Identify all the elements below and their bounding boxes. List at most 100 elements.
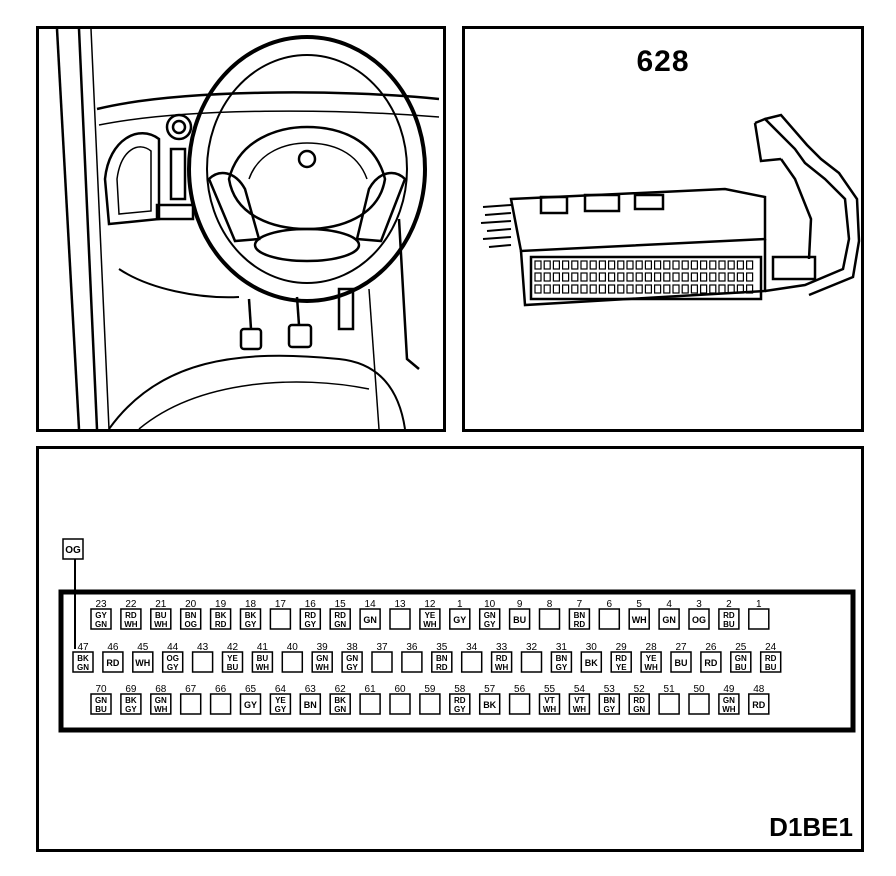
pin-box (508, 693, 531, 715)
wire-color-label: RD (633, 696, 645, 705)
wire-color-label: BU (155, 611, 167, 620)
pin-number: 33 (496, 642, 508, 653)
pin-box (299, 608, 322, 630)
wire-color-label: YE (425, 611, 436, 620)
pin-number: 23 (95, 599, 107, 610)
diagram-code: D1BE1 (769, 812, 853, 842)
wire-color-label: RD (574, 620, 586, 629)
dashboard-drawing (55, 29, 440, 429)
pin-box (538, 608, 561, 630)
wire-color-label: GY (484, 620, 496, 629)
wire-color-label: GN (723, 696, 735, 705)
pin-box (700, 651, 722, 673)
pin-number: 1 (756, 599, 762, 610)
pin-number: 51 (664, 684, 676, 695)
pin-box (132, 651, 154, 673)
wire-color-label: YE (646, 654, 657, 663)
pin-box (610, 651, 632, 673)
pin-box (478, 608, 501, 630)
pin-56: 56 (508, 684, 531, 715)
pin-number: 50 (693, 684, 705, 695)
pin-number: 14 (365, 599, 377, 610)
wire-color-label: GN (484, 611, 496, 620)
wire-color-label: BN (304, 700, 317, 710)
wire-color-label: GY (453, 615, 466, 625)
pin-box (640, 651, 662, 673)
wire-color-label: GY (305, 620, 317, 629)
wire-color-label: BN (574, 611, 586, 620)
wire-color-label: BU (675, 658, 688, 668)
wire-color-label: BK (334, 696, 346, 705)
pin-number: 19 (215, 599, 227, 610)
pin-box (748, 693, 770, 715)
pin-number: 49 (723, 684, 735, 695)
pin-number: 52 (634, 684, 646, 695)
pin-number: 32 (526, 642, 538, 653)
pin-box (419, 693, 441, 715)
pin-box (688, 608, 710, 630)
wire-color-label: GY (454, 705, 466, 714)
pin-36: 36 (401, 642, 423, 673)
pin-box (658, 693, 680, 715)
pin-box (748, 608, 770, 630)
wire-color-label: RD (765, 654, 777, 663)
pin-number: 59 (424, 684, 436, 695)
pin-box (251, 651, 274, 673)
wire-color-label: GY (95, 611, 107, 620)
pin-4: 4GN (658, 599, 680, 630)
pin-number: 42 (227, 642, 239, 653)
pin-box (161, 651, 184, 673)
wire-color-label: YE (227, 654, 238, 663)
pin-number: 29 (616, 642, 628, 653)
pin-box (538, 693, 561, 715)
pin-box (102, 651, 124, 673)
pin-box (359, 608, 381, 630)
wire-color-label: WH (316, 663, 330, 672)
wire-color-label: VT (574, 696, 584, 705)
wire-color-label: BU (95, 705, 107, 714)
pin-43: 43 (191, 642, 214, 673)
pin-1: 1GY (449, 599, 471, 630)
wire-color-label: RD (436, 663, 448, 672)
wire-color-label: GY (244, 700, 257, 710)
pin-number: 46 (107, 642, 119, 653)
wire-color-label: WH (124, 620, 138, 629)
connector-drawing (480, 113, 861, 307)
wire-color-label: GY (346, 663, 358, 672)
dashboard-location-illustration (36, 26, 446, 432)
wire-color-label: OG (692, 615, 706, 625)
wire-color-label: GN (77, 663, 89, 672)
pin-number: 22 (125, 599, 137, 610)
wire-color-label: BU (513, 615, 526, 625)
wire-color-label: WH (154, 620, 168, 629)
pin-box (371, 651, 393, 673)
pin-number: 65 (245, 684, 257, 695)
wire-color-label: WH (573, 705, 587, 714)
pin-box (179, 608, 202, 630)
wire-color-label: RD (334, 611, 346, 620)
pin-number: 63 (305, 684, 317, 695)
pin-number: 38 (347, 642, 359, 653)
pin-60: 60 (389, 684, 411, 715)
pin-number: 68 (155, 684, 167, 695)
wire-color-label: GN (316, 654, 328, 663)
pin-8: 8 (538, 599, 561, 630)
wire-color-label: OG (166, 654, 178, 663)
wire-color-label: BU (227, 663, 239, 672)
wire-color-label: BU (257, 654, 269, 663)
wire-color-label: GN (334, 620, 346, 629)
pin-number: 36 (406, 642, 418, 653)
